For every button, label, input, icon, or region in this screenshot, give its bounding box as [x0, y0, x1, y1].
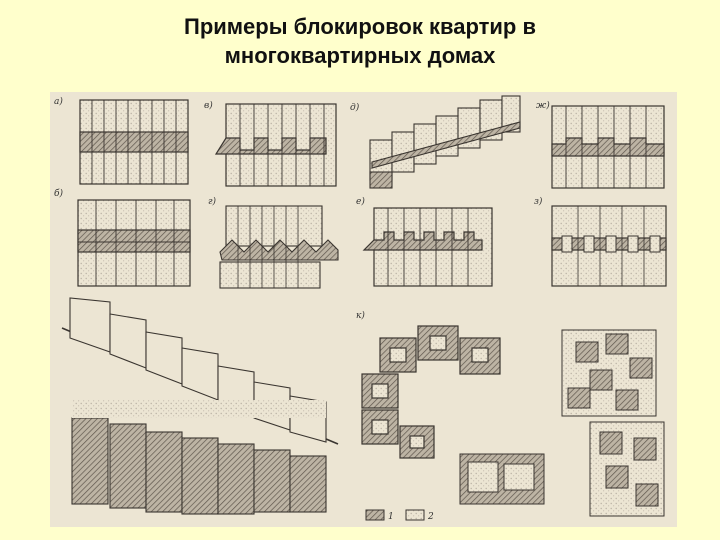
panel-label-v: в)	[204, 100, 213, 111]
plan-zh	[551, 105, 665, 189]
plan-a	[79, 99, 189, 185]
panel-label-g: г)	[208, 196, 217, 207]
panel-label-k: к)	[356, 310, 365, 321]
legend-swatch-2	[405, 509, 425, 521]
plan-z	[551, 205, 667, 287]
panel-label-z: з)	[534, 196, 543, 207]
plan-b	[77, 199, 191, 287]
legend-label-1: 1	[388, 512, 394, 522]
blocking-diagram-image: а) б) в) г) д) е) ж) з) к)	[50, 92, 677, 527]
plan-d	[369, 95, 521, 189]
diagram-svg: а) б) в) г) д) е) ж) з) к)	[54, 95, 667, 522]
legend-swatch-1	[365, 509, 385, 521]
terrace-section	[61, 297, 339, 515]
cluster-plan-top	[561, 329, 657, 417]
plan-g	[219, 205, 339, 289]
panel-label-zh: ж)	[536, 100, 550, 111]
plan-v	[214, 103, 337, 187]
cluster-plan-bottom	[459, 421, 665, 517]
legend: 1 2	[365, 509, 434, 522]
panel-label-d: д)	[350, 102, 360, 113]
title-line-1: Примеры блокировок квартир в	[184, 14, 536, 39]
panel-label-b: б)	[54, 188, 63, 199]
panel-label-a: а)	[54, 96, 63, 107]
panel-label-e: е)	[356, 196, 365, 207]
title-line-2: многоквартирных домах	[224, 43, 496, 68]
plan-e	[362, 207, 493, 287]
slide-title: Примеры блокировок квартир в многокварти…	[0, 12, 720, 70]
legend-label-2: 2	[427, 512, 434, 522]
plan-k	[361, 325, 501, 459]
